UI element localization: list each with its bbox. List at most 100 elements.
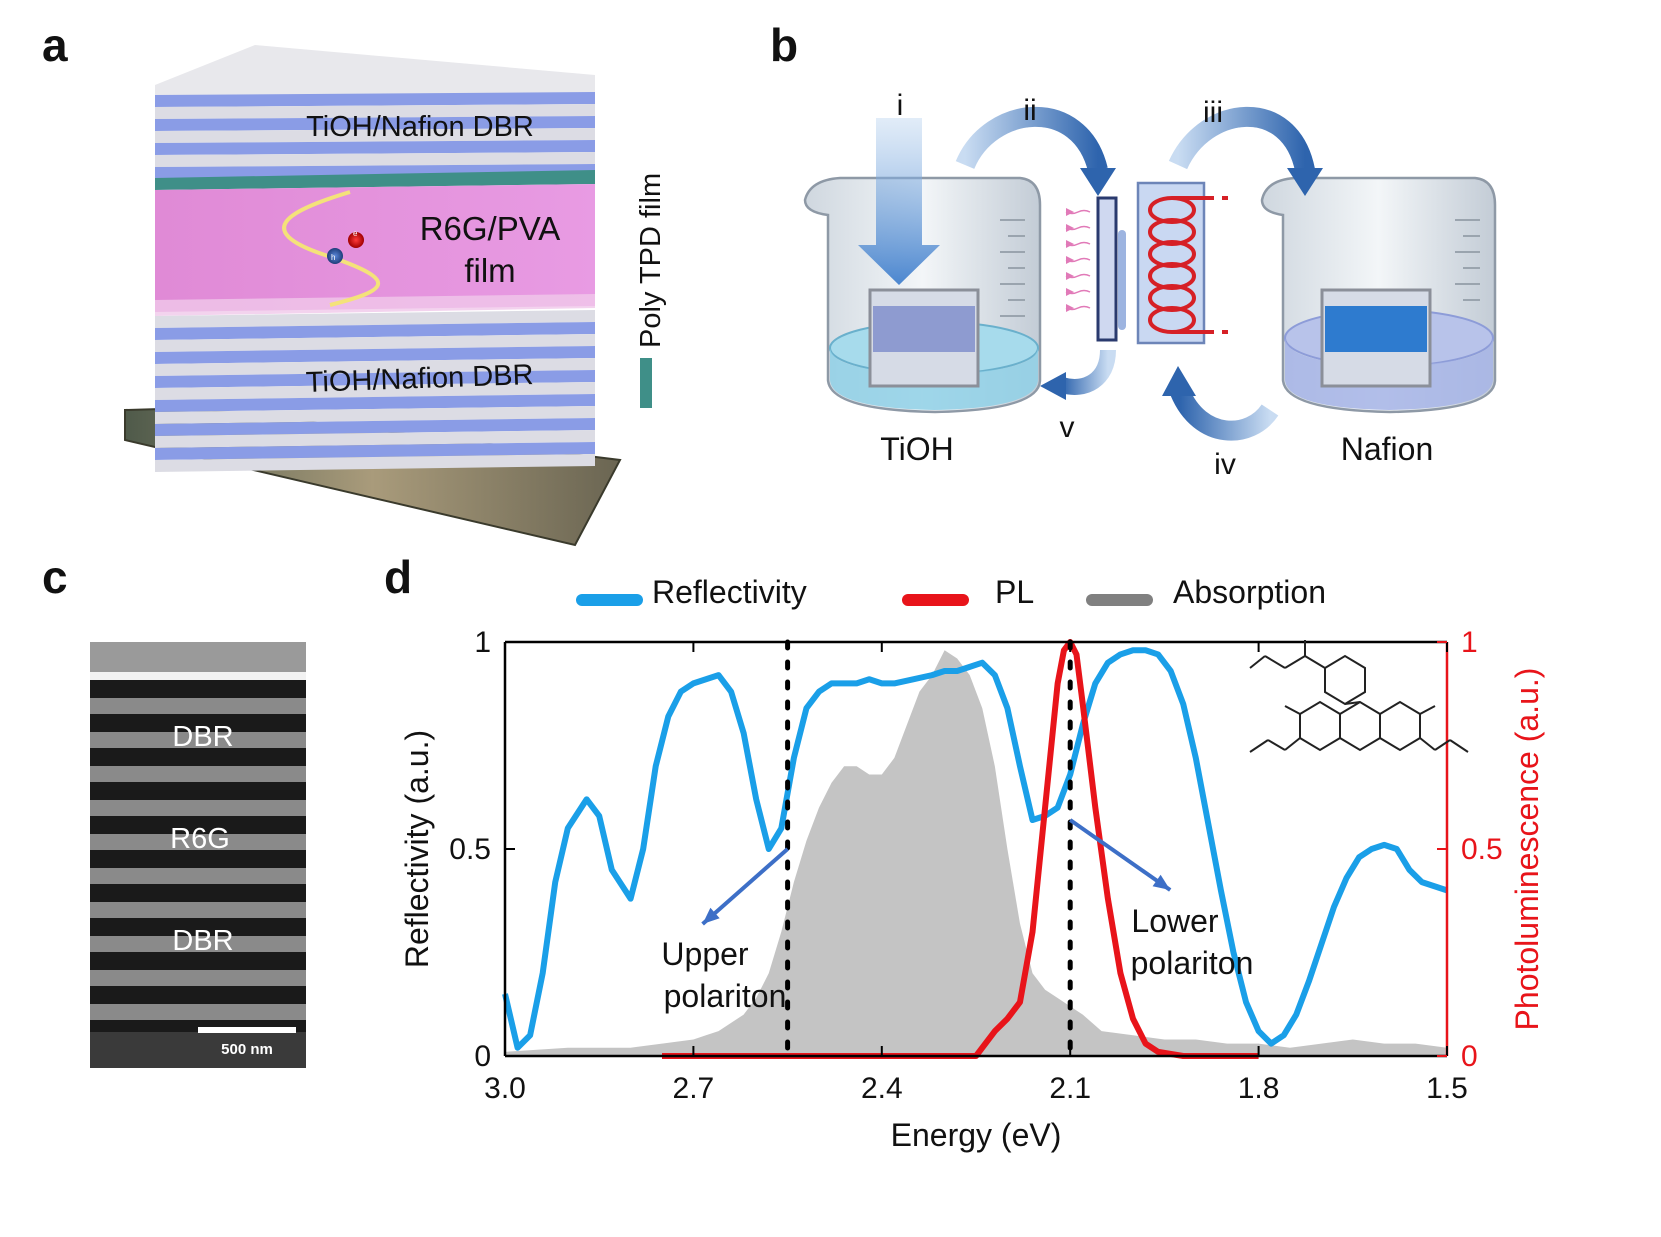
dbr-top-layer [155, 128, 595, 143]
panel-label-a: a [42, 19, 68, 71]
step-label-v: v [1060, 411, 1075, 444]
y-tick-label: 0.5 [449, 833, 491, 866]
legend-entry-label: PL [995, 574, 1034, 610]
panel-label-d: d [384, 551, 413, 603]
dbr-bottom-label: TiOH/Nafion DBR [305, 359, 534, 399]
sem-layer-band [90, 766, 306, 782]
sem-layer-band [90, 986, 306, 1004]
sem-layer-label-top: DBR [172, 721, 233, 753]
y-axis-right-label: Photoluminescence (a.u.) [1509, 668, 1545, 1031]
dbr-top-layer [155, 140, 595, 155]
absorption-area [505, 650, 1447, 1056]
y-right-tick-label: 0 [1461, 1040, 1478, 1073]
sem-layer-band [90, 970, 306, 986]
y-tick-label: 1 [474, 626, 491, 659]
sem-layer-band [90, 850, 306, 868]
step-i-arrow [858, 118, 940, 285]
sem-layer-band [90, 732, 306, 748]
panel-a-illustration: e h TiOH/Nafion DBR TiOH/Nafion DBR R6G/… [124, 45, 667, 547]
dbr-top-layer [155, 116, 595, 131]
y-axis-label: Reflectivity (a.u.) [399, 730, 435, 968]
dbr-bottom-layer [155, 454, 595, 472]
lower-polariton-arrow-head [1152, 874, 1171, 891]
electron-dot [348, 232, 364, 248]
r6g-molecule [1249, 640, 1469, 753]
sem-image: 500 nm DBR R6G DBR [90, 642, 306, 1068]
beaker-right [1260, 176, 1497, 414]
sem-layer-band [90, 918, 306, 936]
x-tick-label: 1.8 [1238, 1072, 1280, 1105]
dbr-top-layer [155, 104, 595, 119]
lower-polariton-label: polariton [1131, 945, 1254, 981]
substrate-slide [1096, 196, 1118, 342]
poly-tpd-layer [155, 170, 595, 190]
legend-entry-label: Absorption [1173, 574, 1326, 610]
sem-layer-band [90, 748, 306, 766]
step-iii-arrow [1168, 106, 1315, 173]
legend-entry-label: Reflectivity [652, 574, 807, 610]
hole-label: h [331, 253, 335, 262]
sem-layer-band [90, 834, 306, 850]
cavity-layer [155, 184, 595, 312]
step-v-arrow [1059, 349, 1116, 395]
upper-polariton-label: polariton [664, 978, 787, 1014]
poly-tpd-swatch [640, 358, 652, 408]
x-tick-label: 2.1 [1049, 1072, 1091, 1105]
sem-layer-band [90, 816, 306, 834]
sem-layer-band [90, 902, 306, 918]
heater-coil [1148, 196, 1206, 334]
step-iv-arrow [1170, 387, 1279, 441]
beaker-left [803, 176, 1042, 414]
poly-tpd-legend: Poly TPD film [635, 173, 667, 348]
photon-wave [282, 190, 380, 307]
lower-polariton-label: Lower [1131, 903, 1219, 939]
lower-polariton-arrow [1069, 818, 1172, 892]
upper-polariton-label: Upper [661, 936, 749, 972]
x-tick-label: 3.0 [484, 1072, 526, 1105]
sem-layer-band [90, 800, 306, 816]
sem-layer-label-bottom: DBR [172, 925, 233, 957]
step-label-ii: ii [1023, 94, 1036, 127]
sem-layer-band [90, 952, 306, 970]
beaker-right-label: Nafion [1341, 431, 1434, 467]
sem-layer-label-middle: R6G [170, 823, 230, 855]
sem-layer-band [90, 868, 306, 884]
step-label-iv: iv [1214, 448, 1236, 481]
dbr-top-label: TiOH/Nafion DBR [306, 111, 534, 143]
cavity-label-line2: film [464, 252, 515, 289]
y-tick-label: 0 [474, 1040, 491, 1073]
beaker-left-label: TiOH [880, 431, 953, 467]
panel-b-illustration: i ii iii iv v TiOH Nafion [803, 89, 1497, 481]
sem-layer-band [90, 782, 306, 800]
step-label-i: i [897, 89, 904, 122]
x-axis-label: Energy (eV) [891, 1117, 1062, 1153]
step-ii-arrow [955, 106, 1108, 173]
reflectivity-line [502, 647, 1448, 1051]
panel-label-c: c [42, 551, 68, 603]
dbr-top-layer [155, 92, 595, 107]
sem-layer-band [90, 936, 306, 952]
cavity-label-line1: R6G/PVA [420, 210, 561, 247]
step-label-iii: iii [1203, 96, 1223, 129]
upper-polariton-arrow [701, 847, 789, 926]
sem-layer-band [90, 680, 306, 698]
dbr-top-layer [155, 152, 595, 167]
upper-polariton-arrow-head [702, 907, 720, 924]
panel-label-b: b [770, 19, 799, 71]
sem-layer-band [90, 884, 306, 902]
sem-layer-band [90, 1004, 306, 1020]
x-tick-label: 2.4 [861, 1072, 903, 1105]
dbr-top-stack [155, 92, 595, 179]
y-right-tick-label: 1 [1461, 626, 1478, 659]
dbr-bottom-stack [155, 310, 595, 472]
y-right-tick-label: 0.5 [1461, 833, 1503, 866]
sem-layer-band [90, 698, 306, 714]
electron-label: e [353, 229, 358, 238]
x-tick-label: 1.5 [1426, 1072, 1468, 1105]
scale-bar-label: 500 nm [221, 1041, 273, 1058]
sem-layer-band [90, 714, 306, 732]
x-tick-label: 2.7 [673, 1072, 715, 1105]
hole-dot [327, 248, 343, 264]
